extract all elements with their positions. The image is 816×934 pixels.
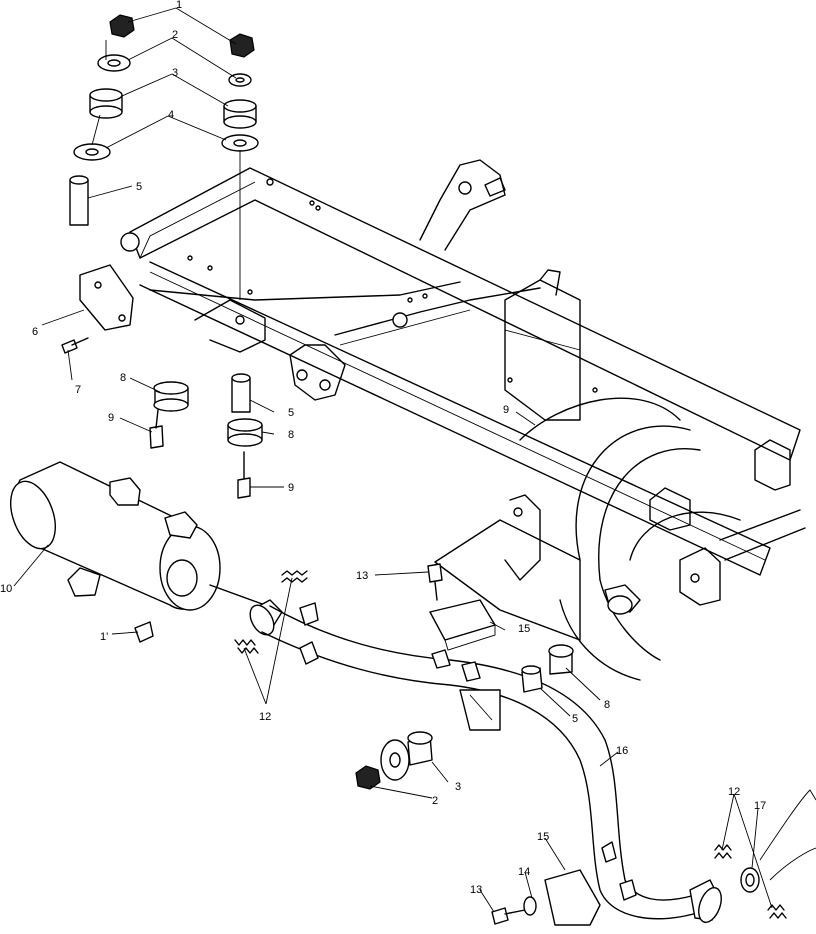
- callout-17: 17: [754, 800, 766, 812]
- callout-7: 7: [75, 384, 81, 396]
- leader-lines: [13, 7, 773, 913]
- callout-15-top: 15: [518, 623, 530, 635]
- callout-8-right: 8: [604, 699, 610, 711]
- callout-10: 10: [0, 583, 12, 595]
- callout-14: 14: [518, 866, 530, 878]
- callout-8-center: 8: [288, 429, 294, 441]
- muffler: [10, 461, 221, 643]
- callout-1: 1: [176, 0, 182, 11]
- callout-13-bottom: 13: [470, 884, 482, 896]
- callout-11: 1': [100, 631, 108, 643]
- callout-3-bottom: 3: [455, 781, 461, 793]
- callout-9-center: 9: [288, 482, 294, 494]
- callout-9-right: 9: [503, 404, 509, 416]
- left-hardware-stack: [61, 14, 189, 449]
- callout-15-bottom: 15: [537, 831, 549, 843]
- callout-2-bottom: 2: [432, 795, 438, 807]
- callout-2-top: 2: [172, 29, 178, 41]
- callout-5-left: 5: [136, 181, 142, 193]
- center-hardware-stack: [221, 33, 263, 499]
- callout-labels: 1 2 3 4 5 6 7 8 9 5 8 9 9 10 1' 12 13 15…: [0, 0, 766, 896]
- callout-9-left: 9: [108, 412, 114, 424]
- exhaust-pipe: [209, 584, 722, 923]
- callout-8-left: 8: [120, 372, 126, 384]
- vehicle-frame: [120, 159, 806, 681]
- callout-12-right: 12: [728, 786, 740, 798]
- right-hardware: [355, 563, 816, 926]
- callout-4: 4: [168, 109, 174, 121]
- callout-3-top: 3: [172, 67, 178, 79]
- springs: [234, 570, 787, 919]
- callout-16: 16: [616, 745, 628, 757]
- callout-5-center: 5: [288, 407, 294, 419]
- callout-5-right: 5: [572, 713, 578, 725]
- callout-13-top: 13: [356, 570, 368, 582]
- callout-6: 6: [32, 326, 38, 338]
- callout-12-left: 12: [259, 711, 271, 723]
